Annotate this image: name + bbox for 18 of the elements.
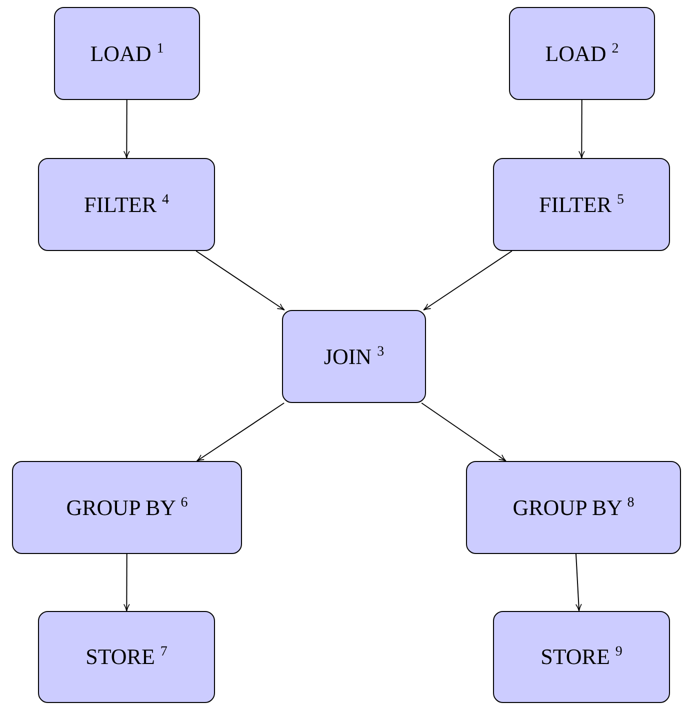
node-label: LOAD $^{1}$ — [90, 40, 164, 66]
process-box — [466, 461, 681, 554]
node-label: GROUP BY $^{6}$ — [66, 494, 188, 520]
node-label: STORE $^{9}$ — [540, 644, 622, 670]
process-box — [282, 310, 426, 403]
process-box — [38, 611, 215, 703]
node-label: FILTER $^{5}$ — [538, 192, 624, 218]
process-box — [509, 7, 655, 100]
node-label: STORE $^{7}$ — [86, 644, 168, 670]
process-box — [54, 7, 200, 100]
process-box — [12, 461, 242, 554]
node-label: JOIN $^{3}$ — [324, 344, 384, 370]
process-box — [493, 611, 670, 703]
node-label: GROUP BY $^{8}$ — [512, 494, 634, 520]
process-box — [38, 158, 215, 251]
node-label: LOAD $^{2}$ — [545, 40, 619, 66]
process-box — [493, 158, 670, 251]
node-label: FILTER $^{4}$ — [84, 192, 170, 218]
